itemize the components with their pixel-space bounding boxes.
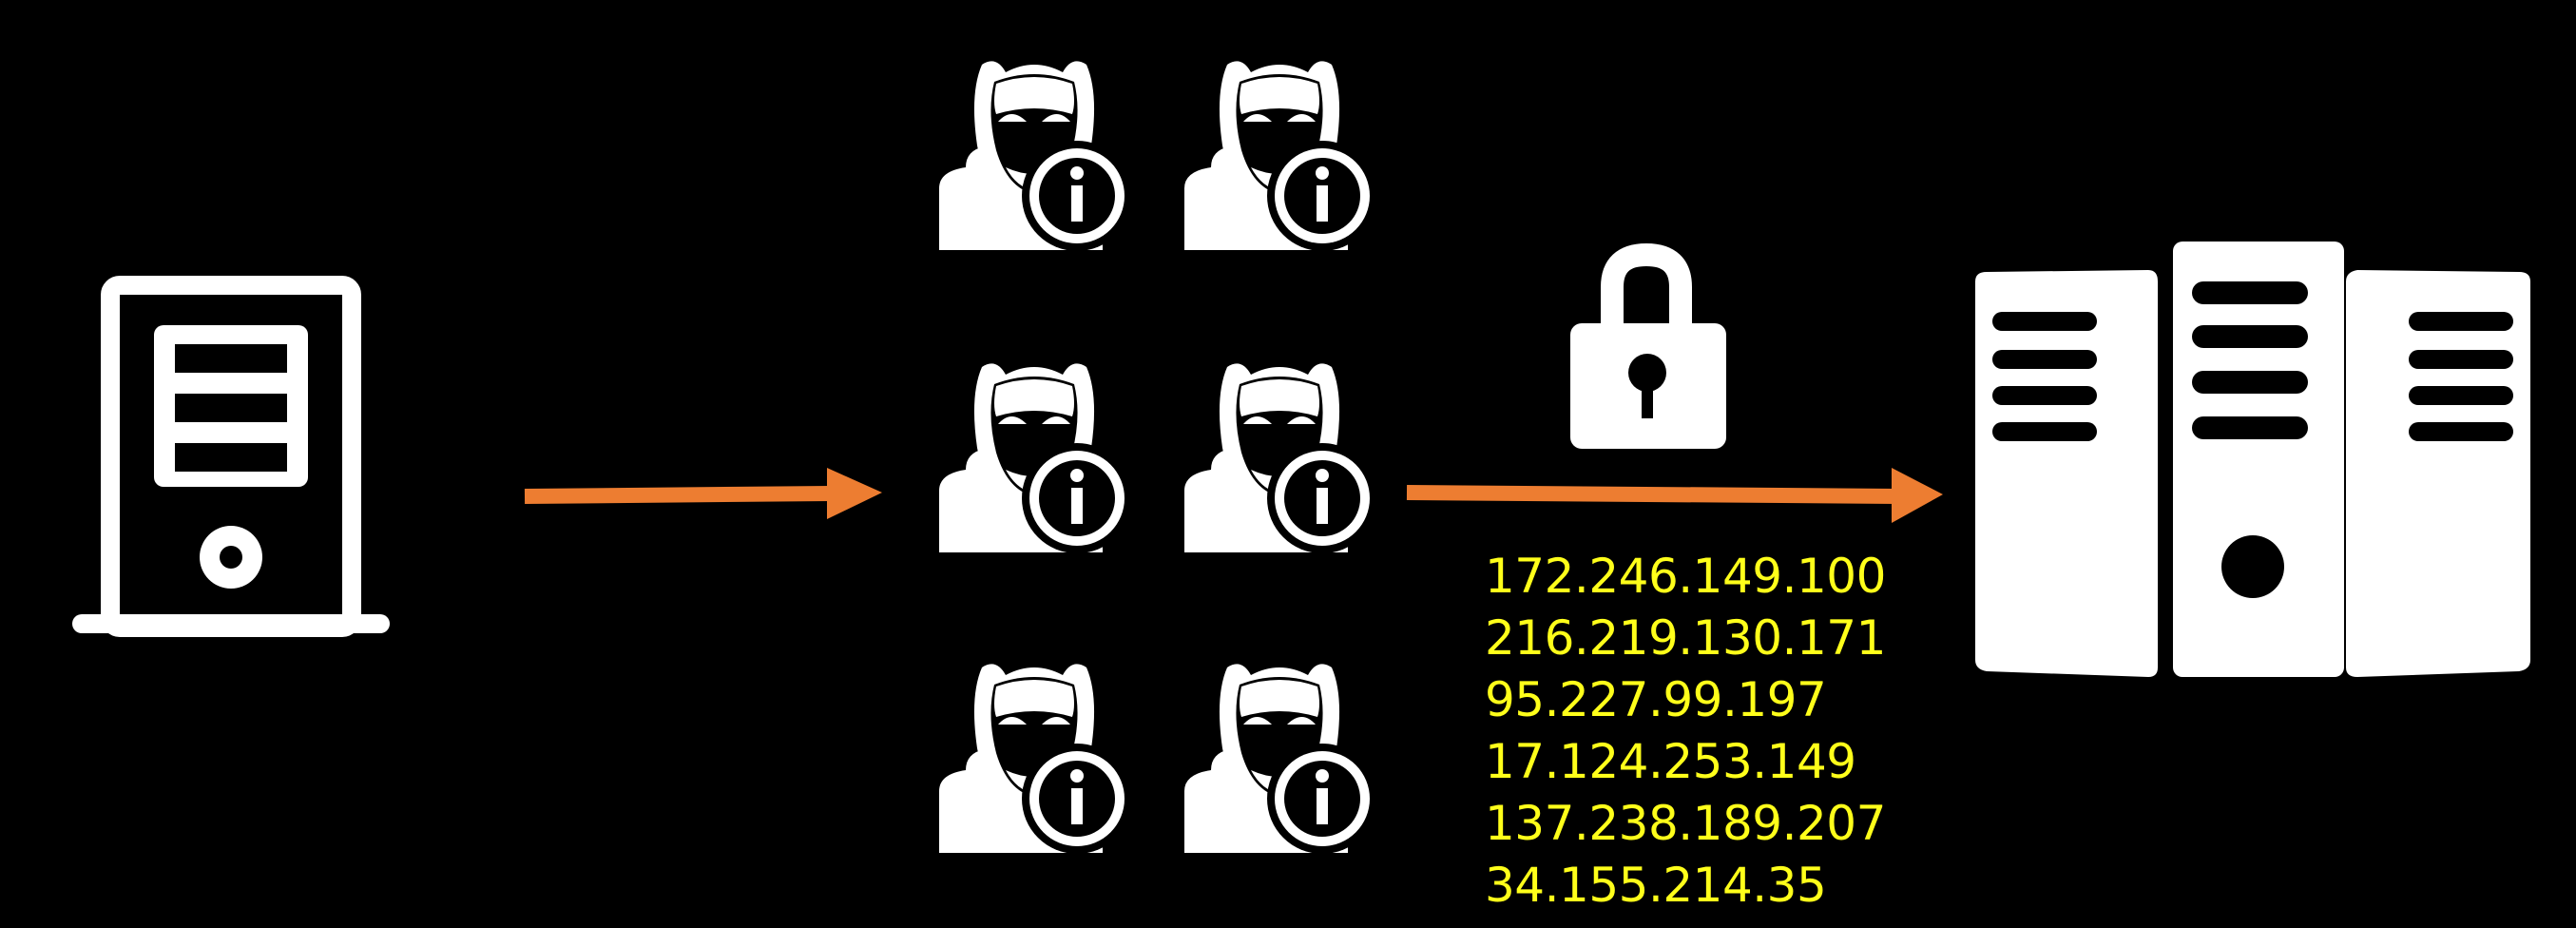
ip-address: 95.227.99.197 [1485, 672, 1827, 727]
proxy-group [939, 61, 1377, 854]
anonymous-user-icon [1184, 664, 1377, 854]
ip-address: 34.155.214.35 [1485, 858, 1827, 913]
ip-address: 17.124.253.149 [1485, 734, 1856, 789]
padlock-icon [1570, 242, 1726, 449]
arrow-proxies-to-server [1406, 468, 1943, 523]
ip-address: 172.246.149.100 [1485, 549, 1886, 604]
server-rack-icon [1975, 242, 2530, 677]
ip-address-list: 172.246.149.100 216.219.130.171 95.227.9… [1485, 546, 1886, 917]
ip-address: 216.219.130.171 [1485, 610, 1886, 666]
anonymous-user-icon [1184, 363, 1377, 553]
anonymous-user-icon [939, 61, 1132, 251]
anonymous-user-icon [939, 664, 1132, 854]
anonymous-user-icon [1184, 61, 1377, 251]
ip-address: 137.238.189.207 [1485, 796, 1886, 851]
desktop-tower-icon [72, 276, 390, 637]
arrow-client-to-proxies [524, 468, 882, 519]
anonymous-user-icon [939, 363, 1132, 553]
